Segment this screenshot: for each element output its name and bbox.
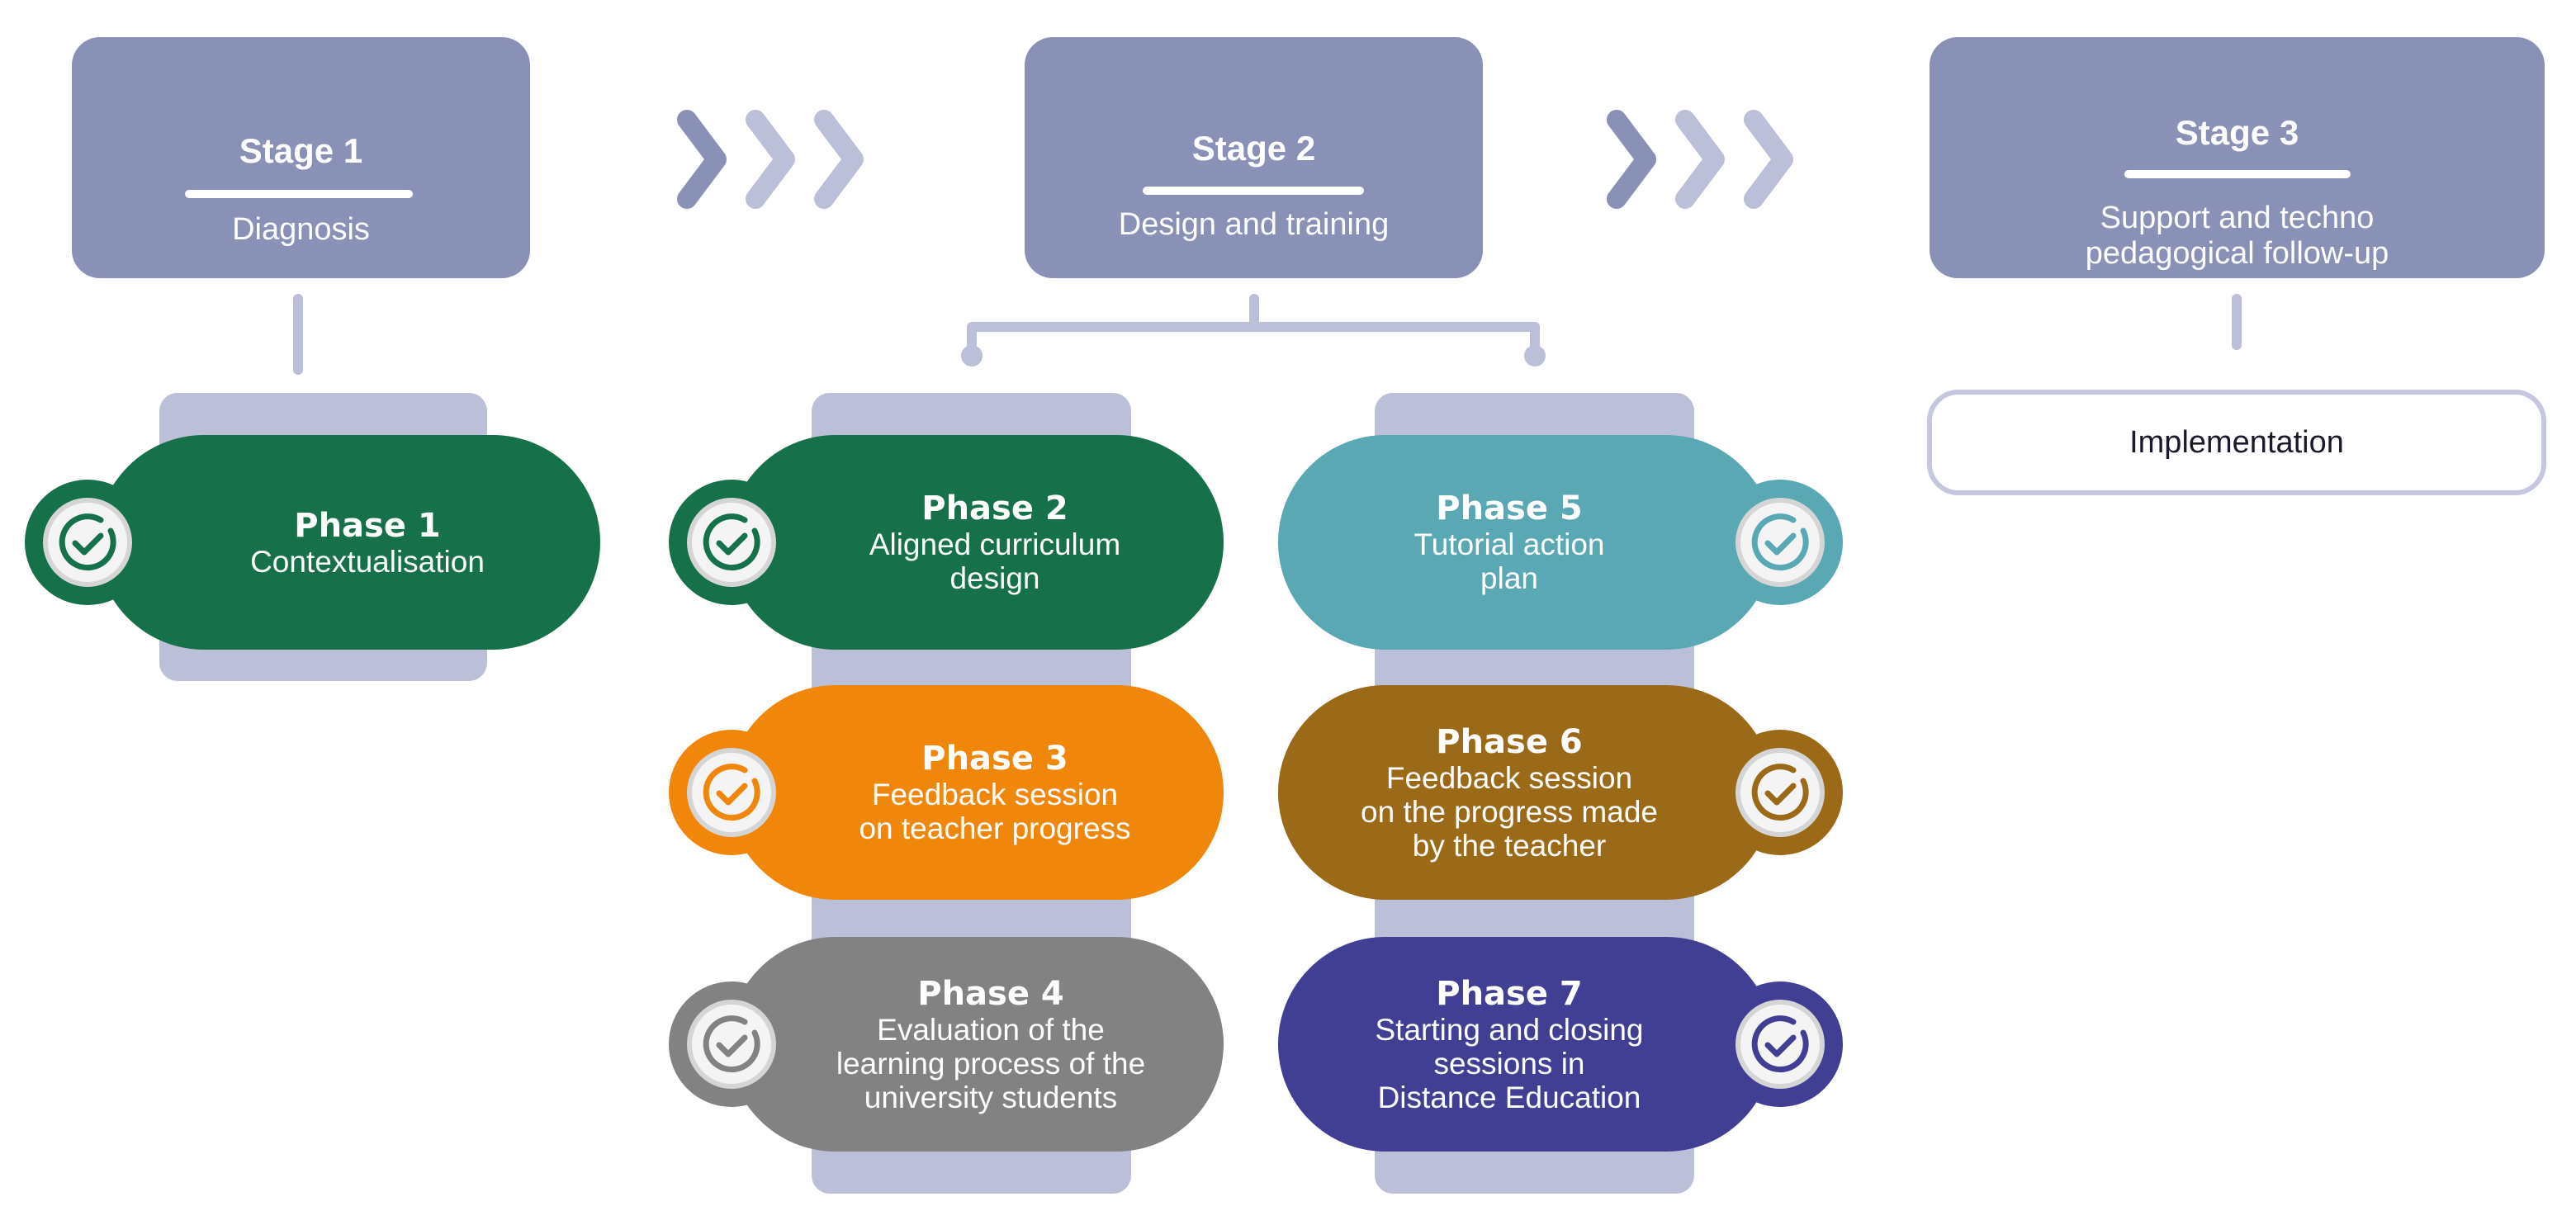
phase-3-text: Phase 3 Feedback session on teacher prog…: [793, 685, 1197, 900]
phase-7-title: Phase 7: [1436, 974, 1583, 1013]
phase-4-title: Phase 4: [917, 974, 1064, 1013]
phase-3-card: Phase 3 Feedback session on teacher prog…: [669, 685, 1247, 900]
phase-5-line-2: plan: [1480, 561, 1538, 595]
phase-7-text: Phase 7 Starting and closing sessions in…: [1303, 937, 1716, 1152]
phase-6-text: Phase 6 Feedback session on the progress…: [1303, 685, 1716, 900]
chevron-right-icon: [1675, 110, 1725, 209]
phase-3-title: Phase 3: [921, 740, 1068, 778]
phase-6-line-3: by the teacher: [1412, 828, 1607, 863]
check-badge-icon: [1735, 1000, 1825, 1089]
phase-2-desc: Aligned curriculum design: [869, 527, 1120, 595]
chevron-right-icon: [677, 110, 727, 209]
phase-7-line-1: Starting and closing: [1375, 1012, 1644, 1047]
phase-1-text: Phase 1 Contextualisation: [157, 435, 578, 650]
chevron-arrows-1: [677, 110, 864, 209]
stage-3-title: Stage 3: [2175, 113, 2299, 152]
phase-5-line-1: Tutorial action: [1413, 527, 1605, 561]
phase-2-line-2: design: [949, 561, 1040, 595]
phase-7-desc: Starting and closing sessions in Distanc…: [1376, 1013, 1644, 1114]
phase-6-pill: [1278, 685, 1773, 900]
phase-6-card: Phase 6 Feedback session on the progress…: [1278, 685, 1856, 900]
phase-7-card: Phase 7 Starting and closing sessions in…: [1278, 937, 1856, 1152]
phase-5-desc: Tutorial action plan: [1413, 527, 1604, 595]
phase-2-card: Phase 2 Aligned curriculum design: [669, 435, 1247, 650]
phase-1-desc: Contextualisation: [250, 545, 485, 579]
phase-3-line-1: Feedback session: [871, 778, 1119, 811]
check-badge-icon: [687, 748, 776, 837]
stage-1-title: Stage 1: [239, 131, 363, 170]
phase-4-pill: [728, 937, 1224, 1152]
stage-2-subtitle: Design and training: [1025, 207, 1483, 243]
check-badge-icon: [687, 498, 776, 587]
chevron-right-icon: [814, 110, 864, 209]
phase-4-text: Phase 4 Evaluation of the learning proce…: [784, 937, 1197, 1152]
phase-6-title: Phase 6: [1436, 722, 1583, 761]
stage-2-box: Stage 2 Design and training: [1025, 37, 1483, 278]
stage-2-subtitle-line: Design and training: [1118, 207, 1390, 242]
phase-3-desc: Feedback session on teacher progress: [859, 778, 1130, 845]
stage-1-subtitle: Diagnosis: [72, 212, 530, 248]
phase-7-pill: [1278, 937, 1773, 1152]
phase-6-line-2: on the progress made: [1361, 794, 1658, 829]
phase-2-text: Phase 2 Aligned curriculum design: [793, 435, 1197, 650]
stage-3-subtitle-line-1: Support and techno: [2100, 201, 2375, 235]
phase-5-text: Phase 5 Tutorial action plan: [1303, 435, 1716, 650]
stage-1-box: Stage 1 Diagnosis: [72, 37, 530, 278]
stage-3-box: Stage 3 Support and techno pedagogical f…: [1930, 37, 2545, 278]
phase-1-pill: [97, 435, 600, 650]
phase-1-line: Contextualisation: [250, 544, 485, 579]
phase-2-pill: [728, 435, 1224, 650]
stage-3-underline: [2124, 170, 2351, 178]
phase-5-card: Phase 5 Tutorial action plan: [1278, 435, 1856, 650]
chevron-right-icon: [1607, 110, 1656, 209]
phase-5-pill: [1278, 435, 1773, 650]
phase-4-desc: Evaluation of the learning process of th…: [836, 1013, 1145, 1114]
implementation-label: Implementation: [2129, 424, 2344, 460]
stage-1-underline: [185, 190, 413, 198]
stage-2-title: Stage 2: [1191, 129, 1316, 168]
phase-4-line-2: learning process of the: [836, 1046, 1146, 1081]
stage-1-subtitle-line: Diagnosis: [232, 212, 370, 247]
phase-5-title: Phase 5: [1436, 490, 1583, 527]
phase-7-line-2: sessions in: [1433, 1046, 1585, 1081]
implementation-box: Implementation: [1927, 390, 2546, 495]
phase-4-line-3: university students: [864, 1080, 1118, 1114]
phase-6-desc: Feedback session on the progress made by…: [1361, 761, 1658, 863]
phase-6-line-1: Feedback session: [1385, 760, 1633, 795]
phase-2-title: Phase 2: [921, 490, 1068, 527]
connector-dot-right: [1524, 345, 1546, 367]
check-badge-icon: [1735, 498, 1825, 587]
phase-3-line-2: on teacher progress: [859, 811, 1131, 845]
check-badge-icon: [1735, 748, 1825, 837]
stage-3-subtitle-line-2: pedagogical follow-up: [2085, 236, 2389, 271]
check-badge-icon: [43, 498, 132, 587]
connector-lines: [293, 294, 2242, 375]
stage-2-underline: [1143, 187, 1364, 195]
chevron-arrows-2: [1607, 110, 1793, 209]
connector-dot-left: [961, 345, 983, 367]
phase-3-pill: [728, 685, 1224, 900]
chevron-right-icon: [746, 110, 795, 209]
phase-1-title: Phase 1: [294, 506, 441, 545]
check-badge-icon: [687, 1000, 776, 1089]
chevron-right-icon: [1744, 110, 1793, 209]
phase-1-card: Phase 1 Contextualisation: [25, 435, 603, 650]
phase-4-card: Phase 4 Evaluation of the learning proce…: [669, 937, 1247, 1152]
phase-7-line-3: Distance Education: [1377, 1080, 1641, 1114]
phase-4-line-1: Evaluation of the: [877, 1012, 1105, 1047]
phase-2-line-1: Aligned curriculum: [869, 527, 1121, 561]
stage-3-subtitle: Support and techno pedagogical follow-up: [1930, 201, 2545, 272]
